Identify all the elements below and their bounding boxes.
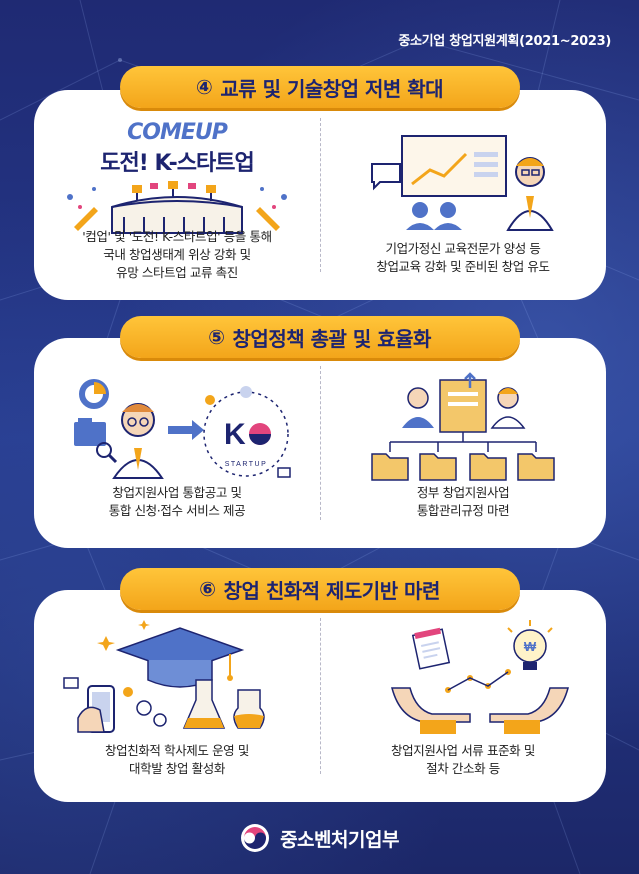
section-5-left-caption: 창업지원사업 통합공고 및 통합 신청·접수 서비스 제공 bbox=[34, 484, 320, 520]
section-divider bbox=[320, 118, 321, 272]
hands-lightbulb-icon: ₩ bbox=[391, 620, 569, 734]
section-title: 교류 및 기술창업 저변 확대 bbox=[220, 76, 444, 101]
section-title: 창업 친화적 제도기반 마련 bbox=[223, 578, 441, 603]
caption-line: 유망 스타트업 교류 촉진 bbox=[116, 265, 238, 280]
comeup-illustration: COMEUP 도전! K-스타트업 bbox=[34, 120, 320, 243]
ministry-name: 중소벤처기업부 bbox=[280, 828, 399, 851]
section-6-card: 창업친화적 학사제도 운영 및 대학발 창업 활성화 ₩ bbox=[34, 590, 606, 802]
section-divider bbox=[320, 618, 321, 774]
presentation-illustration bbox=[320, 126, 606, 240]
section-5-right-caption: 정부 창업지원사업 통합관리규정 마련 bbox=[320, 484, 606, 520]
caption-line: 정부 창업지원사업 bbox=[416, 485, 510, 500]
section-4-right-caption: 기업가정신 교육전문가 양성 등 창업교육 강화 및 준비된 창업 유도 bbox=[320, 240, 606, 276]
taegeuk-emblem-icon bbox=[241, 824, 270, 852]
comeup-logo: COMEUP bbox=[127, 120, 228, 145]
caption-line: 기업가정신 교육전문가 양성 등 bbox=[385, 241, 541, 256]
section-number: ⑤ bbox=[208, 325, 225, 349]
caption-line: 창업지원사업 통합공고 및 bbox=[112, 485, 242, 500]
section-4-left: COMEUP 도전! K-스타트업 '컴업' 및 '도전! K-스타트업' 등을… bbox=[34, 90, 320, 300]
regulation-illustration bbox=[320, 372, 606, 486]
caption-line: 창업친화적 학사제도 운영 및 bbox=[105, 743, 249, 758]
section-number: ⑥ bbox=[199, 577, 216, 601]
k-startup-title: 도전! K-스타트업 bbox=[100, 151, 254, 176]
section-divider bbox=[320, 366, 321, 520]
svg-text:K: K bbox=[224, 418, 246, 451]
caption-line: 창업교육 강화 및 준비된 창업 유도 bbox=[376, 259, 550, 274]
svg-text:₩: ₩ bbox=[524, 639, 537, 654]
stadium-icon bbox=[67, 181, 287, 234]
ministry-footer: 중소벤처기업부 bbox=[0, 818, 639, 858]
caption-line: 절차 간소화 등 bbox=[426, 761, 500, 776]
section-number: ④ bbox=[195, 75, 213, 99]
section-6-right-caption: 창업지원사업 서류 표준화 및 절차 간소화 등 bbox=[320, 742, 606, 778]
section-6-banner: ⑥ 창업 친화적 제도기반 마련 bbox=[119, 568, 520, 610]
caption-line: 국내 창업생태계 위상 강화 및 bbox=[103, 247, 251, 262]
caption-line: 대학발 창업 활성화 bbox=[129, 761, 225, 776]
academic-illustration bbox=[34, 620, 320, 744]
simplification-illustration: ₩ bbox=[320, 618, 606, 742]
section-6-left: 창업친화적 학사제도 운영 및 대학발 창업 활성화 bbox=[34, 590, 320, 802]
org-folders-icon bbox=[371, 372, 555, 481]
teacher-presentation-icon bbox=[371, 135, 554, 231]
caption-line: 창업지원사업 서류 표준화 및 bbox=[391, 743, 535, 758]
kstartup-illustration: K STARTUP bbox=[34, 372, 320, 486]
startup-wordmark: STARTUP bbox=[225, 461, 268, 468]
section-6-left-caption: 창업친화적 학사제도 운영 및 대학발 창업 활성화 bbox=[34, 742, 320, 778]
section-title: 창업정책 총괄 및 효율화 bbox=[232, 326, 432, 351]
caption-line: 통합 신청·접수 서비스 제공 bbox=[108, 503, 246, 518]
section-4-right: 기업가정신 교육전문가 양성 등 창업교육 강화 및 준비된 창업 유도 bbox=[320, 90, 606, 300]
section-5-left: K STARTUP 창업지원사업 통합공고 및 통합 신청·접수 서비스 제공 bbox=[34, 338, 320, 548]
caption-line: '컴업' 및 '도전! K-스타트업' 등을 통해 bbox=[82, 229, 272, 244]
graduation-lab-icon bbox=[63, 620, 265, 733]
integrated-application-icon: K STARTUP bbox=[74, 379, 291, 479]
section-4-card: COMEUP 도전! K-스타트업 '컴업' 및 '도전! K-스타트업' 등을… bbox=[34, 90, 606, 300]
section-5-card: K STARTUP 창업지원사업 통합공고 및 통합 신청·접수 서비스 제공 bbox=[34, 338, 606, 548]
section-4-left-caption: '컴업' 및 '도전! K-스타트업' 등을 통해 국내 창업생태계 위상 강화… bbox=[34, 228, 320, 282]
caption-line: 통합관리규정 마련 bbox=[416, 503, 510, 518]
section-6-right: ₩ 창업지원사업 서류 표준화 및 절차 간소화 등 bbox=[320, 590, 606, 802]
section-5-right: 정부 창업지원사업 통합관리규정 마련 bbox=[320, 338, 606, 548]
plan-title: 중소기업 창업지원계획(2021~2023) bbox=[398, 34, 611, 49]
section-4-banner: ④ 교류 및 기술창업 저변 확대 bbox=[119, 66, 520, 108]
section-5-banner: ⑤ 창업정책 총괄 및 효율화 bbox=[119, 316, 520, 358]
